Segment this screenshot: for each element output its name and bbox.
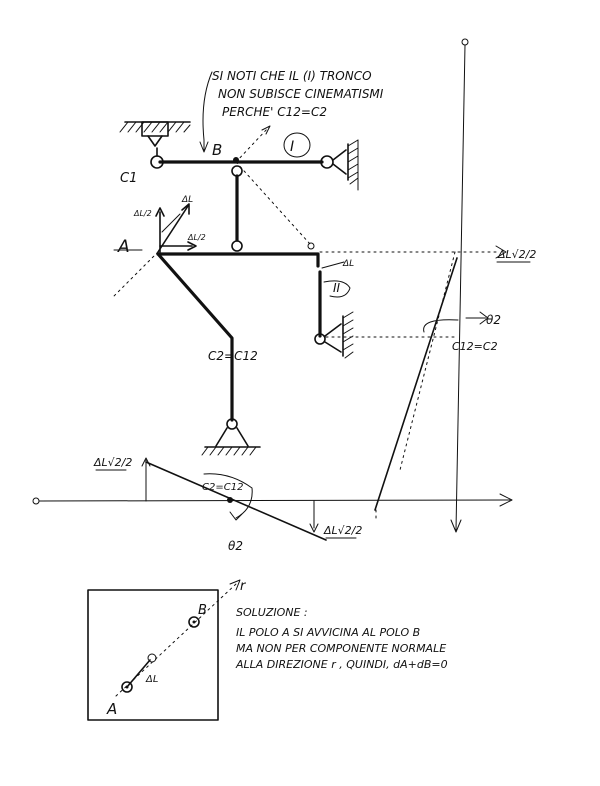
- support-bottom: [201, 418, 261, 456]
- dotted-b-ray: [235, 127, 269, 163]
- pole-c2-c12: [227, 497, 233, 503]
- horizontal-axis-head: [499, 493, 513, 507]
- inset-label-delta-l: ΔL: [145, 674, 158, 685]
- label-dl-half-h: ΔL/2: [187, 233, 206, 242]
- solution-line-2: IL POLO A SI AVVICINA AL POLO B: [236, 626, 420, 639]
- right-ordinate-head: [309, 523, 319, 533]
- solution-text: SOLUZIONE : IL POLO A SI AVVICINA AL POL…: [235, 606, 448, 671]
- inset-label-r: r: [240, 579, 247, 594]
- vector-delta-l: [157, 205, 189, 253]
- rotation-arc: [423, 319, 459, 333]
- support-link-right-bottom: [324, 323, 342, 353]
- inset-panel: r A ΔL B: [87, 579, 247, 721]
- beam-i: B I: [158, 125, 324, 164]
- inset-pole-a: [121, 681, 133, 693]
- top-note: SI NOTI CHE IL (I) TRONCO NON SUBISCE CI…: [199, 69, 384, 153]
- label-dl-sqrt2-left: ΔL√2/2: [93, 456, 132, 469]
- inset-vector: [126, 659, 151, 688]
- node-corner: [307, 242, 315, 250]
- label-theta-2-axis: θ2: [228, 539, 243, 553]
- horizontal-axis: [38, 499, 511, 502]
- label-c12-c2-right: C12=C2: [452, 340, 498, 353]
- vector-delta-l-head: [181, 203, 190, 215]
- inset-label-a: A: [106, 700, 117, 718]
- vector-diagonal-inner: [161, 213, 181, 233]
- support-link-right: [332, 149, 347, 175]
- hinge-right-bottom: [314, 333, 326, 345]
- inset-pole-b-dot: [192, 620, 196, 624]
- note-pointer: [202, 71, 213, 151]
- link-hinge-bottom: [231, 240, 243, 252]
- rotation-arc-bottom-head: [229, 511, 243, 521]
- support-link: [147, 135, 163, 147]
- support-right-top: [320, 139, 359, 191]
- vector-vertical-head: [155, 207, 165, 217]
- ground-hatch-bottom: [201, 446, 257, 456]
- label-dl-half-v: ΔL/2: [133, 209, 152, 218]
- label-delta-l-ii: ΔL: [342, 259, 354, 269]
- vectors-at-a: ΔL ΔL/2 ΔL/2: [111, 195, 206, 299]
- label-c2-c12: C2=C12: [208, 349, 258, 363]
- label-b: B: [212, 141, 222, 159]
- label-dl-sqrt2-right: ΔL√2/2: [497, 248, 536, 261]
- solution-line-1: SOLUZIONE :: [236, 606, 308, 619]
- construction-lines: [235, 161, 497, 471]
- rotation-arrow-head: [479, 311, 489, 325]
- label-c1: C1: [120, 171, 137, 186]
- label-delta-l-a: ΔL: [181, 195, 193, 205]
- dotted-a-ray: [111, 251, 159, 299]
- note-line-3: PERCHE' C12=C2: [222, 105, 327, 119]
- inset-r-axis-head: [229, 579, 241, 591]
- bottom-diagram: ΔL√2/2 ΔL√2/2 C2=C12 θ2: [32, 456, 513, 553]
- inset-midpoint: [147, 653, 157, 663]
- label-dl-sqrt2-bottom: ΔL√2/2: [323, 524, 362, 537]
- label-theta-2-right: θ2: [486, 313, 501, 327]
- dotted-b-corner: [235, 161, 311, 245]
- vertical-axis-head: [450, 519, 462, 533]
- inset-pole-b: [188, 616, 200, 628]
- solution-line-3: MA NON PER COMPONENTE NORMALE: [236, 642, 446, 655]
- left-arrow-head: [141, 457, 151, 467]
- vector-horizontal-head: [187, 241, 197, 251]
- note-line-2: NON SUBISCE CINEMATISMI: [218, 87, 384, 101]
- hinge-bottom: [226, 418, 238, 430]
- right-diagram: ΔL√2/2 θ2 C12=C2: [374, 38, 536, 533]
- dotted-b-ray-head: [261, 125, 271, 135]
- horizontal-axis-origin: [32, 497, 40, 505]
- axis-top-origin: [461, 38, 469, 46]
- rotation-arc-bottom: [203, 473, 253, 519]
- right-arrow-head: [495, 245, 507, 259]
- inset-label-b: B: [198, 603, 207, 618]
- support-triangle: [215, 427, 249, 447]
- hinge-right-top: [320, 155, 334, 169]
- frame-diagonal: [156, 252, 234, 422]
- ground-hatch-right-top: [347, 139, 359, 185]
- inset-frame: [87, 589, 219, 721]
- solution-line-4: ALLA DIREZIONE r , QUINDI, dA+dB=0: [235, 658, 448, 671]
- support-c1: C1: [119, 121, 191, 186]
- frame-top: [156, 252, 320, 268]
- label-body-i: I: [290, 139, 294, 155]
- label-a: A: [117, 237, 130, 257]
- body-i-circle: [283, 132, 311, 158]
- support-right-bottom: [314, 311, 354, 359]
- note-line-1: SI NOTI CHE IL (I) TRONCO: [212, 69, 372, 83]
- dotted-diagonal-right: [399, 251, 456, 471]
- delta-l-arrow-ii: [321, 261, 345, 269]
- vertical-axis: [455, 44, 466, 531]
- body-ii-frame: A II ΔL C2=C12: [113, 237, 354, 422]
- node-b: [233, 157, 239, 163]
- note-pointer-head: [199, 141, 209, 153]
- vertical-link: [231, 165, 243, 252]
- label-body-ii: II: [333, 281, 341, 295]
- ground-hatch-top: [119, 121, 191, 133]
- label-c2-c12-axis: C2=C12: [202, 482, 243, 493]
- body-ii-arc: [323, 280, 351, 298]
- ground-hatch-right-bottom: [342, 311, 354, 359]
- displacement-line: [145, 461, 327, 541]
- inclined-line: [374, 257, 458, 511]
- roller-box: [141, 121, 169, 137]
